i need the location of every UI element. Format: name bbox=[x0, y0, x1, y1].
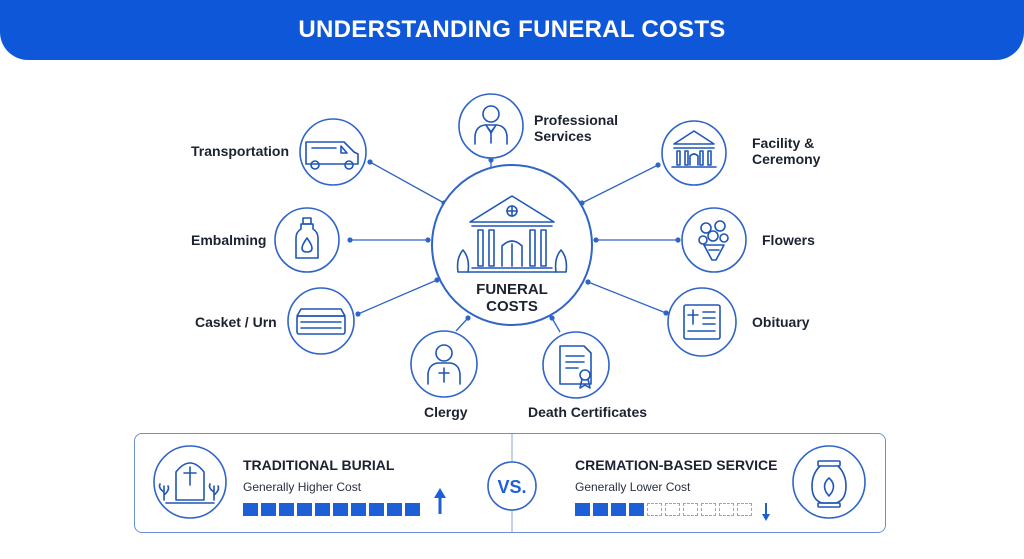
cost-segment bbox=[683, 503, 698, 516]
traditional-cost-meter bbox=[243, 503, 420, 516]
cost-segment bbox=[647, 503, 662, 516]
label-professional: Professional Services bbox=[534, 112, 619, 144]
cremation-cost-meter bbox=[575, 503, 752, 516]
hearse-van-icon bbox=[305, 141, 359, 170]
embalming-bottle-icon bbox=[295, 217, 319, 259]
cost-segment bbox=[243, 503, 258, 516]
cost-segment bbox=[575, 503, 590, 516]
clergy-person-icon bbox=[427, 344, 461, 385]
flowers-node bbox=[681, 207, 747, 273]
center-label: FUNERAL COSTS bbox=[476, 281, 548, 315]
cost-segment bbox=[297, 503, 312, 516]
certificates-node bbox=[542, 331, 610, 399]
cremation-subtitle: Generally Lower Cost bbox=[575, 480, 691, 494]
cost-segment bbox=[369, 503, 384, 516]
transportation-node bbox=[299, 118, 367, 186]
professional-node bbox=[458, 93, 524, 159]
cost-segment bbox=[351, 503, 366, 516]
cost-segment bbox=[315, 503, 330, 516]
traditional-subtitle: Generally Higher Cost bbox=[243, 480, 362, 494]
center-node bbox=[431, 164, 593, 326]
label-clergy: Clergy bbox=[424, 404, 468, 420]
cost-segment bbox=[701, 503, 716, 516]
label-flowers: Flowers bbox=[762, 232, 815, 248]
certificate-icon bbox=[559, 345, 592, 389]
page-title: UNDERSTANDING FUNERAL COSTS bbox=[298, 16, 726, 43]
clergy-node bbox=[410, 330, 478, 398]
obituary-document-icon bbox=[683, 304, 721, 340]
label-casket: Casket / Urn bbox=[195, 314, 277, 330]
traditional-title: TRADITIONAL BURIAL bbox=[243, 457, 395, 473]
funeral-director-icon bbox=[474, 105, 508, 145]
cost-segment bbox=[665, 503, 680, 516]
cost-segment bbox=[387, 503, 402, 516]
label-embalming: Embalming bbox=[191, 232, 267, 248]
funeral-home-icon bbox=[456, 195, 568, 273]
label-facility: Facility & Ceremony bbox=[752, 135, 821, 167]
cost-segment bbox=[737, 503, 752, 516]
cost-segment bbox=[261, 503, 276, 516]
label-obituary: Obituary bbox=[752, 314, 810, 330]
cost-segment bbox=[279, 503, 294, 516]
flower-bouquet-icon bbox=[698, 220, 729, 261]
cost-segment bbox=[611, 503, 626, 516]
cost-segment bbox=[629, 503, 644, 516]
cost-segment bbox=[593, 503, 608, 516]
vs-label: VS. bbox=[497, 477, 527, 497]
cremation-title: CREMATION-BASED SERVICE bbox=[575, 457, 778, 473]
cost-segment bbox=[719, 503, 734, 516]
cost-segment bbox=[333, 503, 348, 516]
label-transportation: Transportation bbox=[191, 143, 290, 159]
header-banner: UNDERSTANDING FUNERAL COSTS bbox=[0, 0, 1024, 60]
cost-segment bbox=[405, 503, 420, 516]
obituary-node bbox=[667, 287, 737, 357]
facility-node bbox=[661, 120, 727, 186]
label-certificates: Death Certificates bbox=[528, 404, 648, 420]
comparison-panel bbox=[134, 433, 886, 533]
casket-node bbox=[287, 287, 355, 355]
casket-icon bbox=[296, 308, 346, 335]
embalming-node bbox=[274, 207, 340, 273]
chapel-building-icon bbox=[671, 130, 717, 168]
